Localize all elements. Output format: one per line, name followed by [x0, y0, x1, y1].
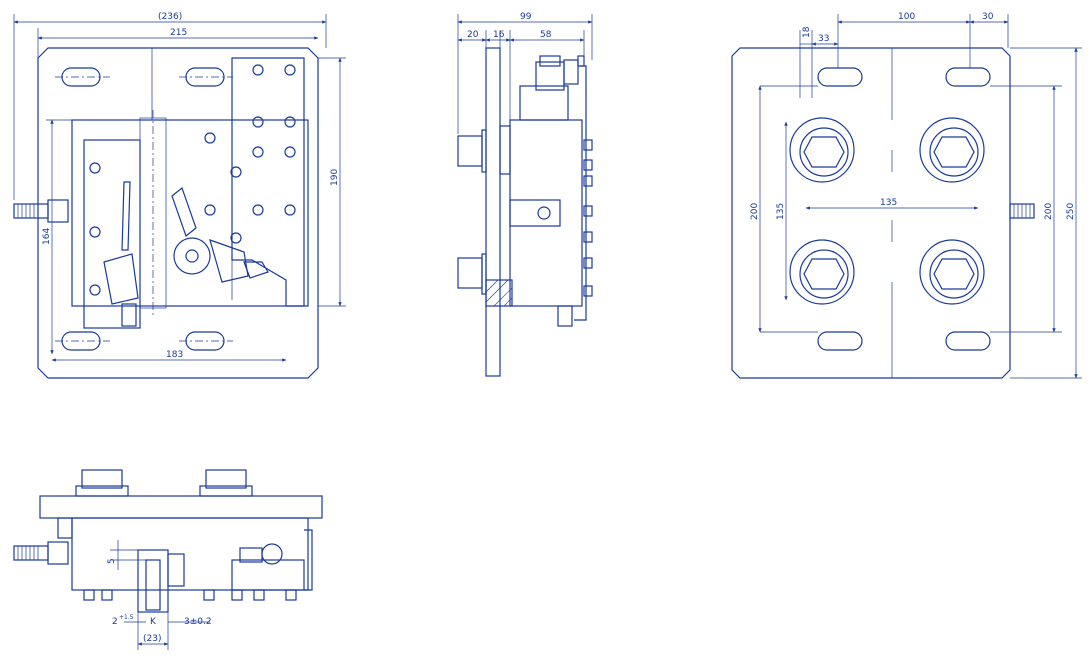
dim-front-bottom: 183 — [166, 350, 183, 360]
side-view — [457, 14, 593, 377]
dim-bottom-2-tol: +1.5 — [119, 614, 134, 621]
front-view — [13, 14, 346, 379]
dim-front-left-height: 164 — [42, 228, 52, 245]
dim-side-total: 99 — [520, 12, 532, 22]
dim-rear-100: 100 — [898, 12, 915, 22]
dim-front-overall-width: (236) — [158, 12, 182, 22]
dim-front-height: 190 — [330, 169, 340, 186]
rear-view — [731, 14, 1082, 379]
bottom-view — [13, 469, 323, 650]
dim-bottom-2: 2 — [112, 617, 118, 627]
front-bolts — [89, 64, 296, 296]
dim-front-plate-width: 215 — [170, 28, 187, 38]
dim-side-c: 58 — [540, 30, 552, 40]
dim-rear-33: 33 — [818, 34, 829, 44]
dim-rear-135-h: 135 — [880, 198, 897, 208]
dim-rear-200-right: 200 — [1044, 203, 1054, 220]
dim-bottom-5: 5 — [107, 558, 117, 564]
dim-bottom-k: K — [150, 617, 157, 627]
dim-bottom-23: (23) — [143, 634, 161, 644]
rear-bolts — [789, 117, 985, 305]
dim-side-a: 20 — [467, 30, 479, 40]
dim-rear-18: 18 — [802, 26, 812, 38]
dim-bottom-3: 3±0.2 — [184, 617, 212, 627]
dim-rear-200-left: 200 — [750, 203, 760, 220]
dim-rear-30: 30 — [982, 12, 994, 22]
dim-side-b: 16 — [493, 30, 505, 40]
dim-rear-250: 250 — [1066, 203, 1076, 220]
dim-rear-135-v: 135 — [776, 203, 786, 220]
rear-slots — [817, 67, 991, 351]
